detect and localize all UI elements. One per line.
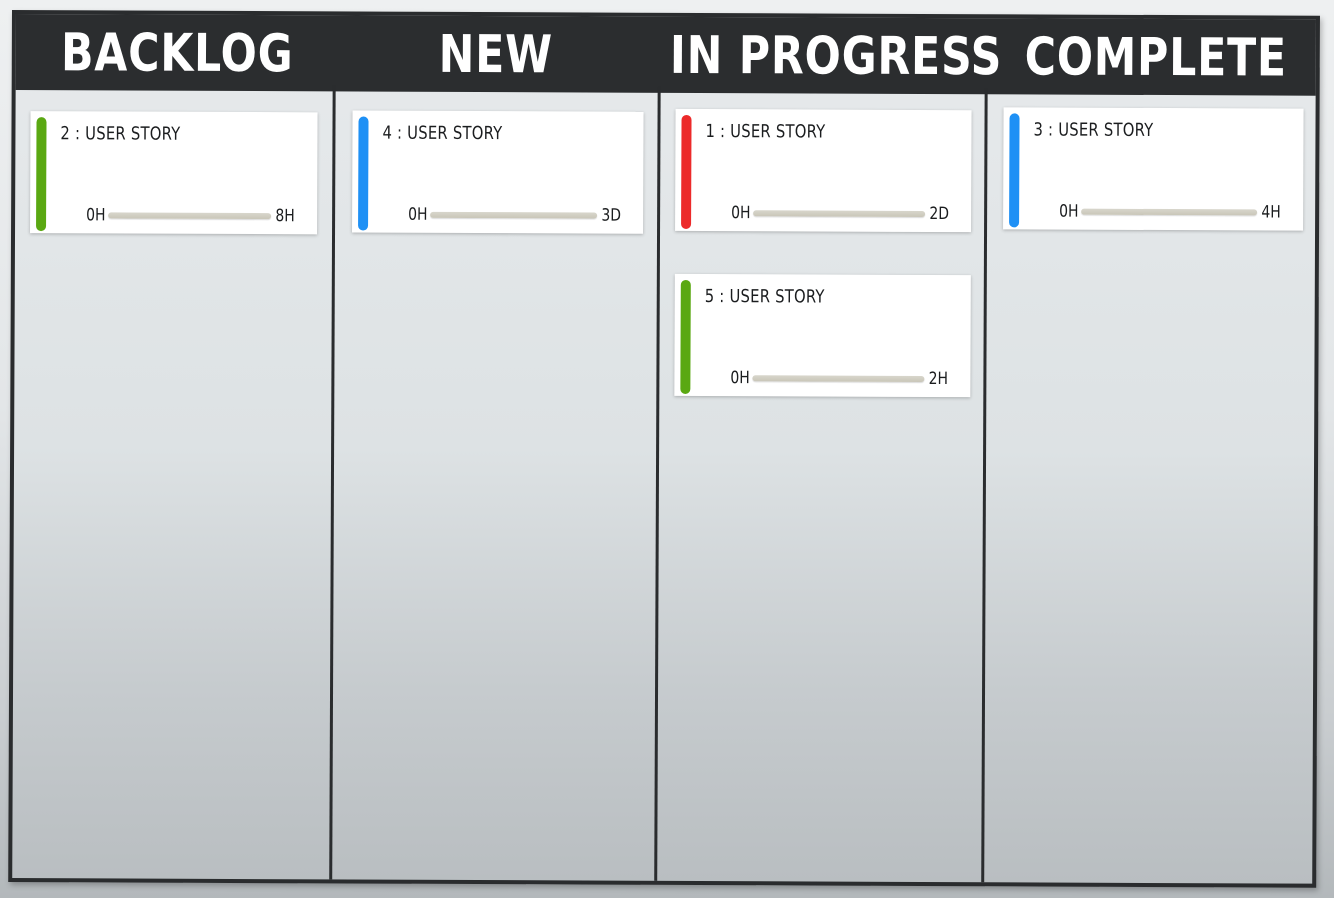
column-divider	[329, 85, 336, 880]
card-title: 2 : USER STORY	[60, 123, 181, 145]
story-card-3[interactable]: 3 : USER STORY 0H 4H	[1003, 107, 1304, 231]
estimate-start: 0H	[408, 204, 428, 225]
estimate-bar	[108, 212, 272, 220]
story-card-4[interactable]: 4 : USER STORY 0H 3D	[352, 110, 644, 234]
column-title-backlog: BACKLOG	[60, 23, 294, 85]
estimate-bar	[430, 211, 598, 219]
estimate-end: 8H	[275, 206, 296, 227]
card-title: 4 : USER STORY	[382, 122, 503, 145]
estimate-bar	[752, 375, 925, 382]
column-title-new: NEW	[438, 24, 554, 86]
estimate-range: 0H 3D	[408, 204, 621, 226]
story-card-5[interactable]: 5 : USER STORY 0H 2H	[674, 273, 971, 398]
column-divider	[654, 86, 661, 881]
column-title-in-progress: IN PROGRESS	[669, 25, 1003, 88]
estimate-range: 0H 2D	[731, 203, 949, 224]
estimate-end: 2H	[928, 369, 949, 390]
estimate-bar	[1081, 208, 1258, 216]
estimate-start: 0H	[730, 368, 750, 389]
estimate-range: 0H 8H	[86, 205, 295, 226]
priority-stripe	[680, 279, 691, 394]
estimate-end: 2D	[929, 204, 950, 225]
estimate-start: 0H	[731, 203, 751, 224]
estimate-bar	[753, 210, 926, 217]
estimate-range: 0H 2H	[730, 368, 948, 389]
estimate-start: 0H	[86, 205, 106, 226]
story-card-1[interactable]: 1 : USER STORY 0H 2D	[675, 108, 972, 233]
story-card-2[interactable]: 2 : USER STORY 0H 8H	[30, 111, 318, 235]
estimate-end: 4H	[1261, 202, 1282, 223]
column-divider	[981, 88, 988, 883]
estimate-end: 3D	[601, 205, 622, 226]
column-title-complete: COMPLETE	[1024, 27, 1288, 89]
kanban-board: BACKLOG NEW IN PROGRESS COMPLETE 2 : USE…	[8, 10, 1320, 888]
priority-stripe	[358, 116, 369, 231]
priority-stripe	[681, 114, 692, 229]
card-title: 3 : USER STORY	[1033, 119, 1154, 141]
board-header: BACKLOG NEW IN PROGRESS COMPLETE	[15, 14, 1316, 96]
priority-stripe	[36, 117, 47, 232]
priority-stripe	[1009, 113, 1020, 228]
estimate-start: 0H	[1059, 201, 1079, 222]
card-title: 1 : USER STORY	[705, 121, 826, 143]
card-title: 5 : USER STORY	[704, 286, 825, 308]
estimate-range: 0H 4H	[1059, 201, 1281, 223]
